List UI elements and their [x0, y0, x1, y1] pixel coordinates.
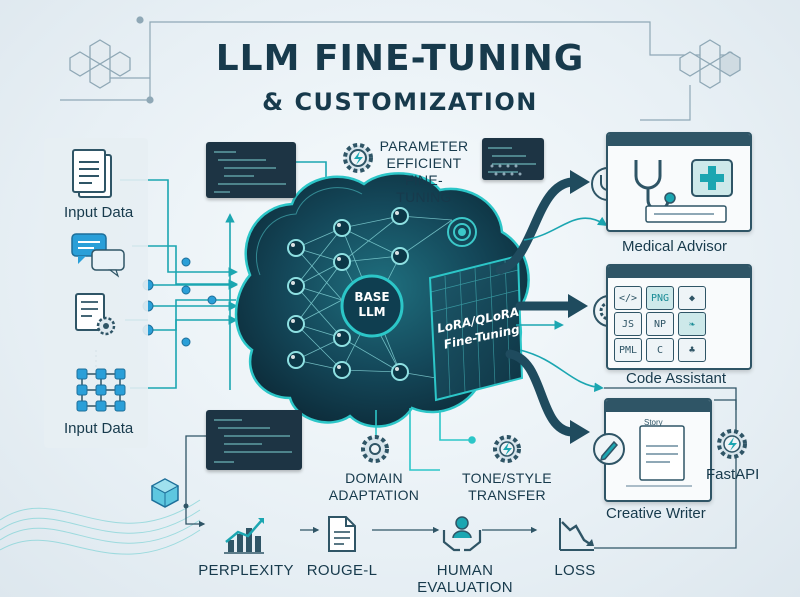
base-llm-core: [340, 274, 404, 338]
code-tile-1: </>: [614, 286, 642, 310]
document-icon: [72, 149, 112, 198]
fastapi-icon: [717, 429, 747, 459]
code-assistant-label: Code Assistant: [626, 370, 727, 387]
tone-line-2: TRANSFER: [468, 487, 546, 503]
output-arrowheads: [568, 170, 590, 444]
domain-line-1: DOMAIN: [345, 470, 403, 486]
code-tile-9: ♣: [678, 338, 706, 362]
code-tile-6: ❧: [678, 312, 706, 336]
tone-line-1: TONE/STYLE: [462, 470, 552, 486]
code-tile-5: NP: [646, 312, 674, 336]
fastapi-label: FastAPI: [706, 466, 760, 483]
loss-chart-icon: [559, 518, 594, 551]
base-llm-line-1: BASE: [354, 290, 390, 304]
gear-icon: [343, 143, 373, 173]
code-tile-2: PNG: [646, 286, 674, 310]
pen-badge-icon: [593, 433, 625, 465]
human-evaluation-label: HUMAN EVALUATION: [417, 562, 513, 596]
peft-line-2: EFFICIENT: [386, 155, 462, 171]
chat-bubbles-icon: [71, 233, 125, 278]
code-tile-4: JS: [614, 312, 642, 336]
hexagons-left: [69, 39, 131, 89]
peft-line-1: PARAMETER: [379, 138, 469, 154]
code-snippet-top-left: [206, 142, 296, 198]
code-tile-8: C: [646, 338, 674, 362]
rouge-l-label: ROUGE-L: [306, 562, 378, 579]
code-snippet-bottom-left: [206, 410, 302, 470]
code-tile-3: ◆: [678, 286, 706, 310]
cube-icon: [150, 478, 180, 508]
story-label: Story: [644, 418, 663, 427]
input-data-label-top: Input Data: [64, 204, 134, 221]
brain-swirl: [447, 217, 477, 247]
creative-writer-label: Creative Writer: [606, 505, 706, 522]
neural-node-highlights: [291, 211, 399, 371]
medical-advisor-panel: [606, 132, 752, 232]
page-title: LLM FINE-TUNING: [215, 38, 585, 79]
code-tile-7: PML: [614, 338, 642, 362]
domain-line-2: ADAPTATION: [328, 487, 420, 503]
lora-panel: [428, 254, 524, 402]
input-data-label-bottom: Input Data: [64, 420, 134, 437]
peft-line-3: FINE-TUNING: [396, 172, 452, 205]
medical-advisor-label: Medical Advisor: [622, 238, 728, 255]
dots-decoration: [490, 164, 522, 176]
peft-label: PARAMETER EFFICIENT FINE-TUNING: [378, 138, 470, 206]
output-arrows: [495, 177, 577, 437]
grid-nodes-icon: [76, 368, 126, 412]
document-gear-icon: [75, 293, 116, 336]
domain-gear-icon: [361, 435, 389, 463]
base-llm-label: BASE LLM: [342, 290, 402, 320]
page-subtitle: & CUSTOMIZATION: [262, 88, 538, 116]
human-hands-icon: [442, 516, 482, 552]
tone-gear-icon: [493, 435, 521, 463]
hexagons-right: [679, 39, 741, 89]
tone-style-label: TONE/STYLE TRANSFER: [458, 470, 556, 504]
perplexity-label: PERPLEXITY: [198, 562, 294, 579]
loss-label: LOSS: [554, 562, 596, 579]
wave-lines: [0, 499, 201, 555]
base-llm-line-2: LLM: [358, 305, 386, 319]
domain-adaptation-label: DOMAIN ADAPTATION: [326, 470, 422, 504]
bar-chart-icon: [224, 518, 264, 554]
rouge-document-icon: [328, 516, 356, 552]
